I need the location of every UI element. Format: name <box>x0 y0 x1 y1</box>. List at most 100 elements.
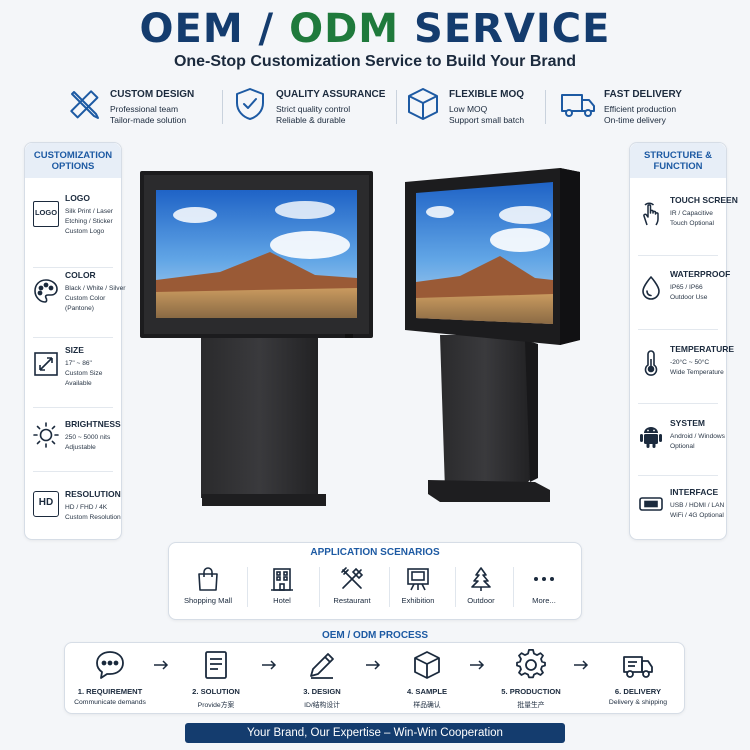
feature-divider <box>222 90 223 124</box>
touch-hand-icon <box>643 202 659 226</box>
feature-quality-assurance: QUALITY ASSURANCE Strict quality control… <box>232 86 392 130</box>
app-divider <box>513 567 514 607</box>
panel-title: CUSTOMIZATION <box>33 150 113 161</box>
process-step-sample: 4. SAMPLE 样品确认 <box>372 649 482 709</box>
process-step-solution: 2. SOLUTION Provide方案 <box>161 649 271 709</box>
box-icon <box>408 88 438 120</box>
feature-divider <box>545 90 546 124</box>
option-line: Touch Optional <box>670 220 714 227</box>
process-step-delivery: 6. DELIVERY Delivery & shipping <box>583 649 693 706</box>
step-title: 6. DELIVERY <box>614 687 662 696</box>
option-line: 250 ~ 5000 nits <box>65 434 111 441</box>
feature-flexible-moq: FLEXIBLE MOQ Low MOQ Support small batch <box>405 86 545 130</box>
feature-custom-design: CUSTOM DESIGN Professional team Tailor-m… <box>66 86 216 130</box>
process-step-production: 5. PRODUCTION 批量生产 <box>476 649 586 709</box>
sun-icon <box>33 422 59 448</box>
structure-function-panel: STRUCTURE & FUNCTION TOUCH SCREEN IR / C… <box>629 142 738 540</box>
feature-line: Reliable & durable <box>276 115 346 125</box>
feature-line: Efficient production <box>604 104 677 114</box>
option-divider <box>33 407 113 408</box>
option-divider <box>638 403 718 404</box>
option-title: BRIGHTNESS <box>65 419 121 429</box>
feature-title: QUALITY ASSURANCE <box>276 89 386 100</box>
option-line: Black / White / Silver <box>65 285 126 292</box>
option-line: 17" ~ 86" <box>65 360 92 367</box>
title-odm: ODM <box>289 6 400 52</box>
palette-icon <box>34 279 58 303</box>
app-outdoor: Outdoor <box>452 563 510 613</box>
chat-bubble-icon <box>96 651 124 679</box>
hotel-building-icon <box>271 568 293 591</box>
more-dots-icon <box>534 577 554 581</box>
option-line: USB / HDMI / LAN <box>670 502 725 509</box>
process-step-requirement: 1. REQUIREMENT Communicate demands <box>55 649 165 706</box>
option-title: TOUCH SCREEN <box>670 195 738 205</box>
option-title: COLOR <box>65 270 96 280</box>
app-label: More... <box>532 596 556 605</box>
app-label: Outdoor <box>467 596 495 605</box>
option-title: RESOLUTION <box>65 489 121 499</box>
step-desc: Communicate demands <box>74 699 146 706</box>
feature-title: FLEXIBLE MOQ <box>449 89 524 100</box>
pencil-icon <box>310 653 334 679</box>
feature-line: Strict quality control <box>276 104 351 114</box>
panel-title: STRUCTURE & <box>643 150 713 161</box>
hd-icon: HD <box>33 491 59 517</box>
app-divider <box>389 567 390 607</box>
option-divider <box>33 267 113 268</box>
arrow-right-icon <box>470 660 485 670</box>
process-title: OEM / ODM PROCESS <box>321 630 429 641</box>
android-icon <box>640 427 662 448</box>
option-line: HD / FHD / 4K <box>65 504 108 511</box>
feature-title: FAST DELIVERY <box>604 89 682 100</box>
panel-header: STRUCTURE & FUNCTION <box>630 143 726 178</box>
option-title: WATERPROOF <box>670 269 731 279</box>
option-divider <box>33 337 113 338</box>
app-hotel: Hotel <box>253 563 311 613</box>
gear-icon <box>516 649 546 679</box>
kiosk-product-illustration <box>140 168 580 506</box>
step-title: 3. DESIGN <box>303 687 341 696</box>
option-line: Custom Resolution <box>65 514 121 521</box>
feature-line: Low MOQ <box>449 104 488 114</box>
title-oem: OEM <box>139 6 244 52</box>
option-line: Outdoor Use <box>670 294 708 301</box>
step-title: 1. REQUIREMENT <box>77 687 143 696</box>
option-line: Available <box>65 380 92 387</box>
cube-icon <box>414 651 440 679</box>
app-divider <box>319 567 320 607</box>
option-line: -20°C ~ 50°C <box>670 359 710 366</box>
feature-line: Support small batch <box>449 115 525 125</box>
feature-line: Tailor-made solution <box>110 115 187 125</box>
option-divider <box>33 471 113 472</box>
option-title: SIZE <box>65 345 84 355</box>
truck-icon <box>561 94 595 117</box>
app-more: More... <box>515 563 573 613</box>
option-divider <box>638 475 718 476</box>
option-line: Wide Temperature <box>670 369 724 376</box>
option-line: Custom Color <box>65 295 106 302</box>
step-desc: ID/结构设计 <box>304 702 340 709</box>
water-drop-icon <box>642 276 660 300</box>
app-divider <box>247 567 248 607</box>
resize-icon <box>34 352 58 376</box>
fork-knife-icon <box>341 567 364 589</box>
step-title: 2. SOLUTION <box>192 687 240 696</box>
page-subtitle: One-Stop Customization Service to Build … <box>173 53 577 70</box>
process-step-design: 3. DESIGN ID/结构设计 <box>267 649 377 709</box>
option-line: Custom Size <box>65 370 103 377</box>
option-line: Silk Print / Laser <box>65 208 114 215</box>
feature-title: CUSTOM DESIGN <box>110 89 195 100</box>
arrow-right-icon <box>574 660 589 670</box>
option-divider <box>638 255 718 256</box>
shield-check-icon <box>236 88 264 120</box>
app-label: Restaurant <box>333 596 371 605</box>
shopping-bag-icon <box>198 567 218 591</box>
option-line: (Pantone) <box>65 305 94 312</box>
step-title: 4. SAMPLE <box>406 687 448 696</box>
usb-port-icon <box>639 497 663 511</box>
arrow-right-icon <box>262 660 277 670</box>
step-desc: 批量生产 <box>517 702 545 709</box>
option-title: TEMPERATURE <box>670 344 735 354</box>
option-line: IR / Capacitive <box>670 210 713 217</box>
